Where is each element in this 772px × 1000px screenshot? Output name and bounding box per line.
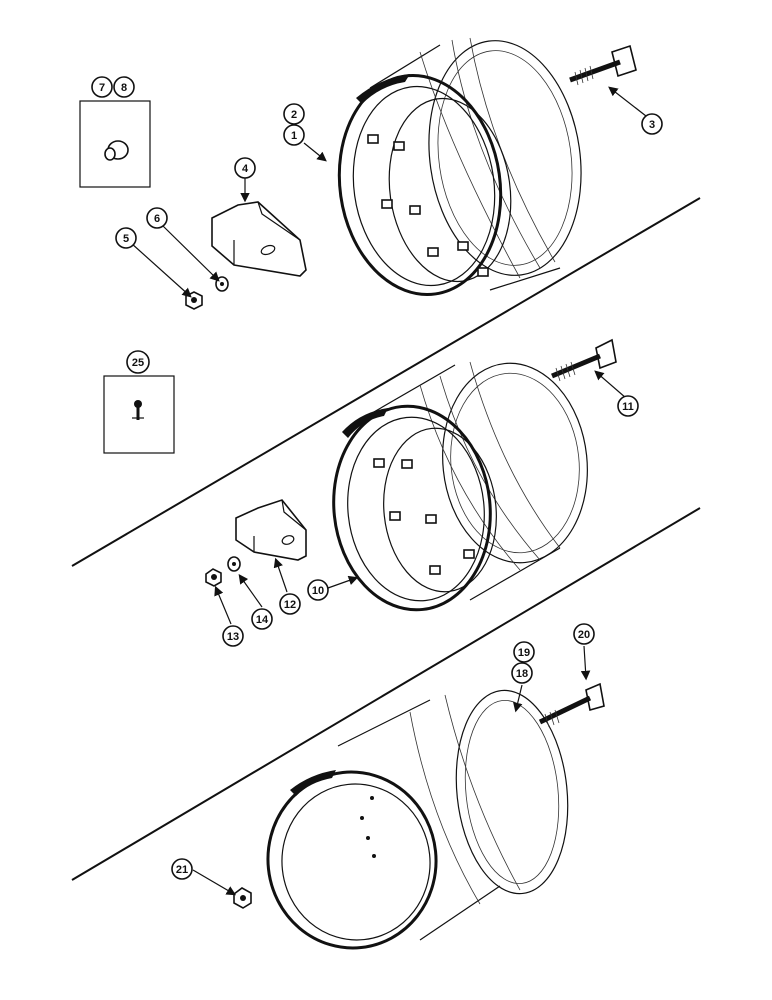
bolt-20 [538,682,605,728]
callout-7: 7 [91,76,113,98]
callout-13: 13 [222,625,244,647]
svg-text:2: 2 [291,109,297,121]
svg-text:25: 25 [132,357,144,369]
callout-1: 1 [283,124,305,146]
svg-text:11: 11 [622,401,634,413]
kit-box-7-8 [79,100,151,188]
wheel-rim-middle [332,361,588,612]
callout-21: 21 [171,858,193,880]
svg-text:14: 14 [256,614,269,626]
wheel-rim-bottom [266,689,569,950]
svg-text:1: 1 [291,130,297,142]
callout-18: 18 [511,662,533,684]
svg-text:3: 3 [649,119,655,131]
callout-4: 4 [234,157,256,179]
callout-10: 10 [307,579,329,601]
washer-14 [227,556,241,572]
leader-lines [130,86,647,896]
callout-6: 6 [146,207,168,229]
svg-text:13: 13 [227,631,239,643]
section-divider-lower [71,507,701,881]
svg-text:8: 8 [121,82,127,94]
kit-box-25 [103,375,175,454]
svg-text:5: 5 [123,233,129,245]
callout-12: 12 [279,593,301,615]
svg-text:4: 4 [242,163,249,175]
svg-text:6: 6 [154,213,160,225]
callout-20: 20 [573,623,595,645]
svg-text:7: 7 [99,82,105,94]
svg-text:20: 20 [578,629,590,641]
nut-21 [233,887,252,909]
callout-2: 2 [283,103,305,125]
clamp-12 [235,499,307,561]
svg-text:21: 21 [176,864,188,876]
callout-14: 14 [251,608,273,630]
section-divider-upper [71,197,701,567]
callout-25: 25 [126,350,150,374]
nut-13 [205,568,222,587]
svg-text:18: 18 [516,668,528,680]
svg-text:12: 12 [284,599,296,611]
svg-text:19: 19 [518,647,530,659]
svg-text:10: 10 [312,585,324,597]
callout-11: 11 [617,395,639,417]
callout-8: 8 [113,76,135,98]
callout-5: 5 [115,227,137,249]
wheel-rim-top [337,37,582,296]
bolt-11 [551,338,617,382]
callout-3: 3 [641,113,663,135]
callout-19: 19 [513,641,535,663]
clamp-4 [211,201,307,277]
bolt-3 [569,44,637,86]
